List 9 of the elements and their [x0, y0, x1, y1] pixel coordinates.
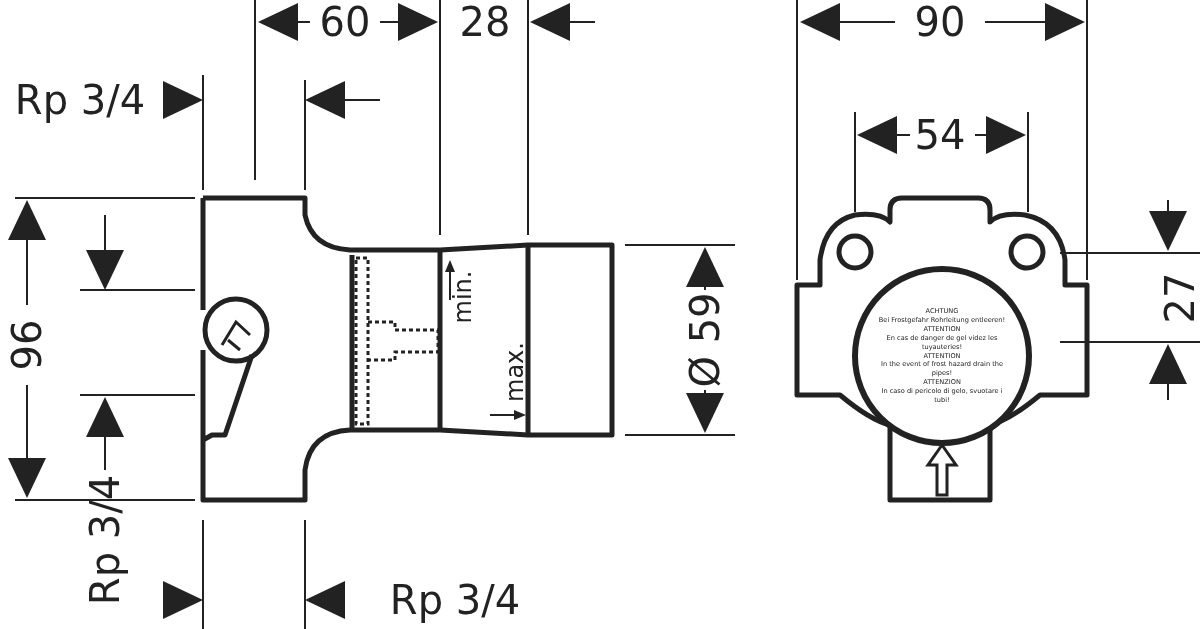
max-label: max. — [503, 342, 527, 402]
dimension-label: 96 — [7, 319, 47, 371]
dimension-label: 28 — [459, 2, 511, 42]
dimension-label: 60 — [319, 2, 371, 42]
diameter-label: Ø 59 — [685, 292, 725, 388]
dimension-label: 27 — [1160, 272, 1200, 324]
dimension-label: 90 — [914, 2, 966, 42]
min-label: min. — [451, 270, 475, 324]
dimension-label: 54 — [914, 115, 966, 155]
